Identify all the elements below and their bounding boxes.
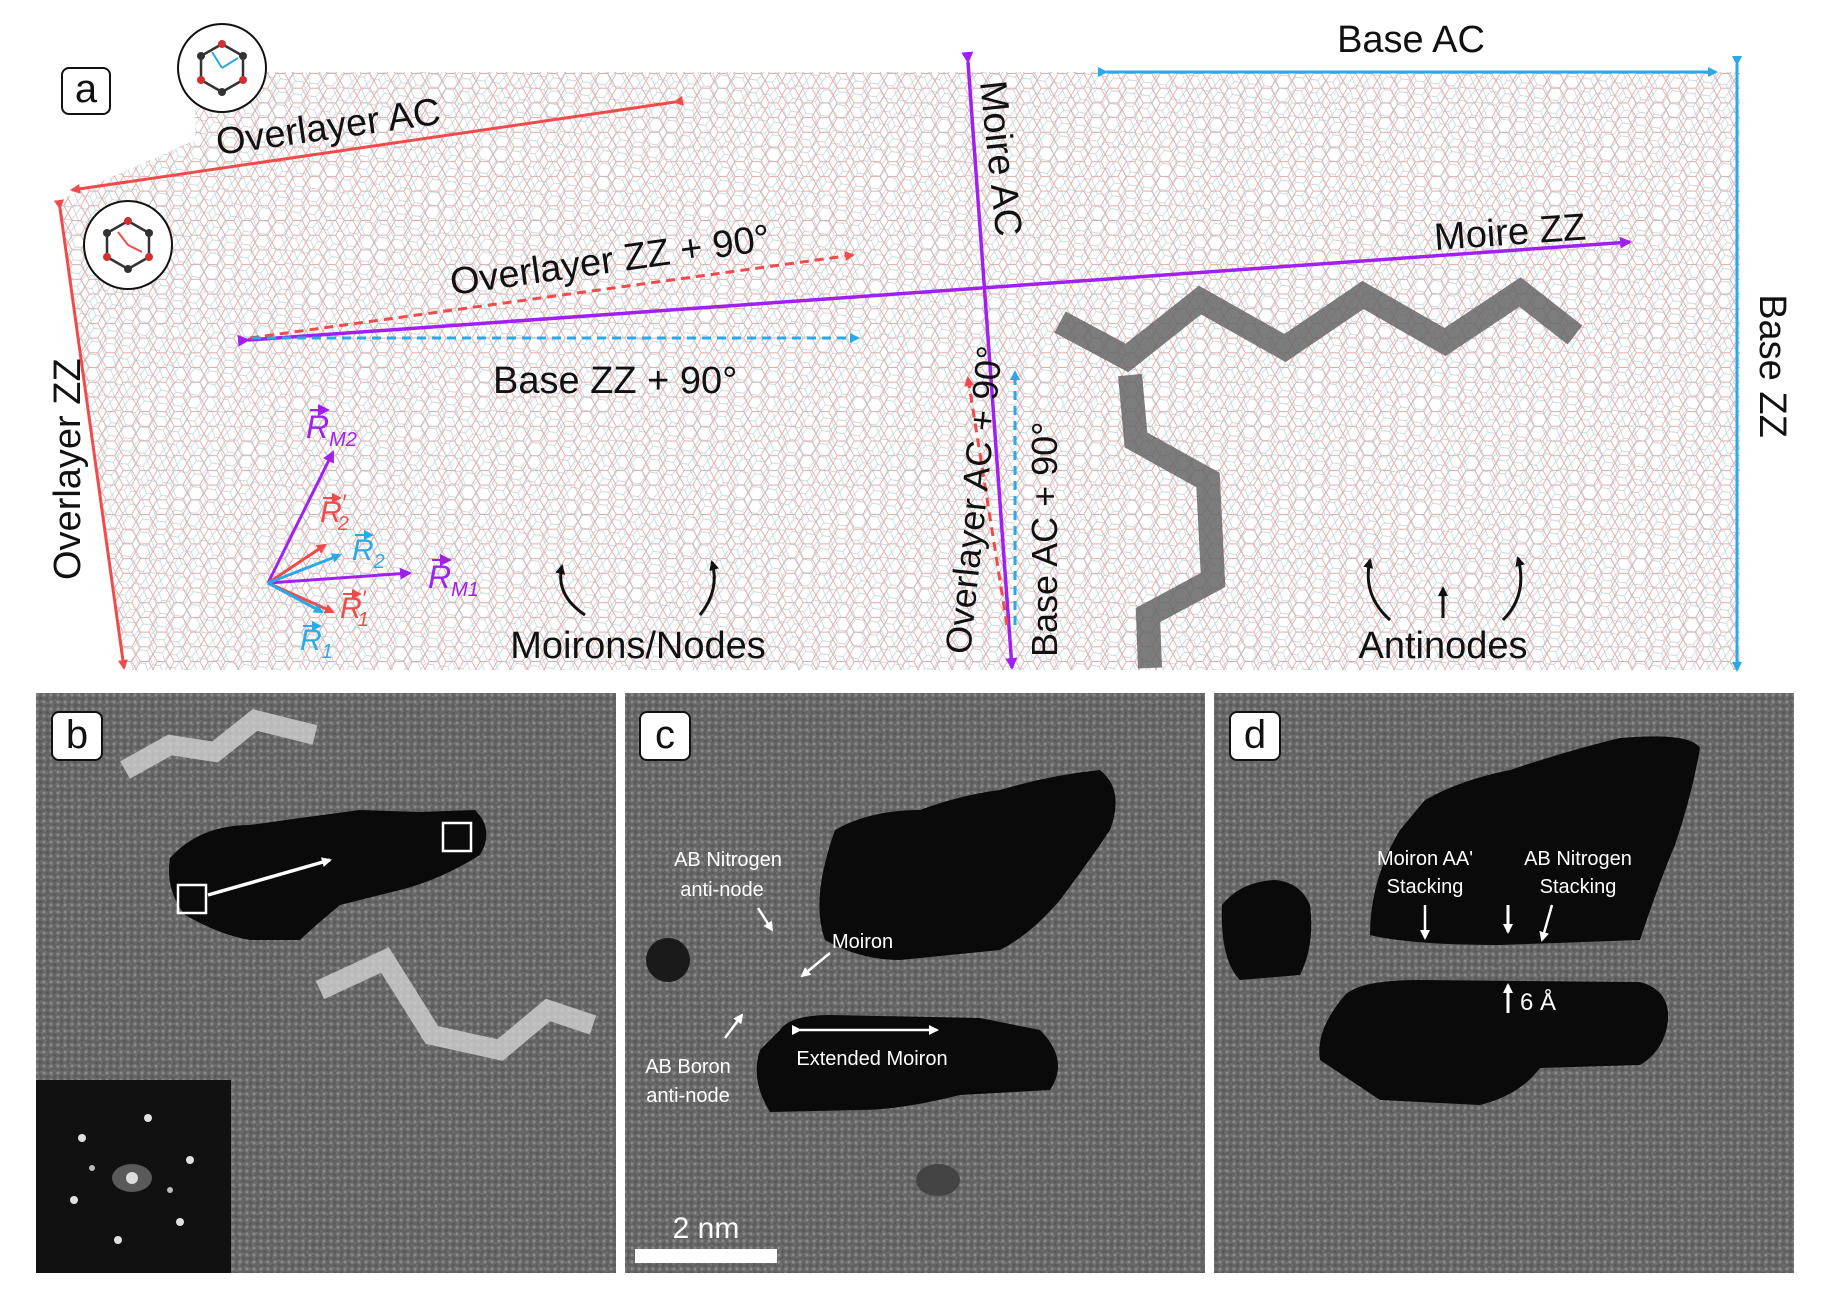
lattice-region-overlay	[60, 72, 1740, 670]
panel-d-letter-box	[1229, 711, 1281, 761]
ab-nitrogen-arrow	[756, 907, 774, 932]
svg-text:RM2: RM2	[306, 409, 357, 451]
moiron-aa-label: Moiron AA'	[1377, 848, 1473, 870]
label-r1-prime: R′1	[340, 586, 369, 631]
zigzag-path-horizontal	[1054, 277, 1583, 373]
panel-b: b	[36, 693, 616, 1273]
panel-c-letter: c	[655, 713, 675, 757]
panel-b-letter-box	[51, 711, 103, 761]
panel-c-letter-box	[639, 711, 691, 761]
ab-boron-arrow	[723, 1013, 744, 1039]
panel-b-arrow	[207, 857, 332, 897]
base-zz90-label: Base ZZ + 90°	[493, 360, 737, 402]
antinode-arrow-left	[1363, 558, 1391, 622]
overlayer-zz-label: Overlayer ZZ	[47, 358, 89, 580]
base-ac-label: Base AC	[1337, 19, 1485, 61]
moirons-nodes-label: Moirons/Nodes	[510, 625, 766, 667]
label-r2: R2	[352, 530, 385, 573]
overlayer-ac90-arrow	[964, 376, 1009, 626]
panel-a-letter: a	[75, 67, 98, 111]
panel-d-hole-top	[1370, 736, 1700, 945]
svg-text:R′2: R′2	[320, 490, 349, 535]
overlayer-zz90-arrow	[249, 251, 855, 340]
panel-b-box-right	[441, 821, 473, 853]
base-zz-label: Base ZZ	[1751, 294, 1793, 438]
panel-a: a Overlayer AC Overlayer ZZ Base AC	[47, 19, 1793, 672]
moiron-arrow	[800, 952, 831, 978]
panel-d-hole-bottom	[1319, 980, 1669, 1105]
extended-moiron-label: Extended Moiron	[796, 1048, 947, 1070]
zigzag-path-vertical	[1118, 373, 1226, 669]
svg-text:RM1: RM1	[428, 559, 479, 601]
moiron-arrow-left	[555, 564, 586, 617]
panel-d-letter: d	[1244, 713, 1266, 757]
base-ac90-label: Base AC + 90°	[1024, 421, 1065, 657]
ab-nitrogen-d-label: AB Nitrogen	[1524, 848, 1632, 870]
scale-bar-label: 2 nm	[673, 1212, 740, 1245]
moire-zz-arrow	[237, 236, 1632, 347]
panel-c-hole-bottom	[756, 1015, 1058, 1112]
lattice-vectors	[266, 450, 412, 614]
ab-boron-label: AB Boron	[645, 1056, 731, 1078]
ab-nitrogen-label: AB Nitrogen	[674, 849, 782, 871]
panel-c-small-hole	[646, 938, 690, 982]
label-rm1: RM1	[428, 554, 479, 601]
moiron-label: Moiron	[832, 931, 893, 953]
moire-ac-arrow	[961, 51, 1018, 670]
panel-b-zigzag-top	[120, 709, 318, 779]
panel-b-hole	[169, 810, 487, 940]
panel-b-letter: b	[66, 713, 88, 757]
panel-c: AB Nitrogen anti-node Moiron AB Boron an…	[625, 693, 1205, 1273]
panel-b-box-left	[176, 883, 208, 915]
fft-spots	[70, 1114, 194, 1244]
panel-d-hole-left	[1221, 880, 1312, 980]
antinodes-label: Antinodes	[1358, 625, 1527, 667]
moiron-arrow-right	[698, 560, 720, 616]
scale-bar	[635, 1249, 777, 1263]
panel-b-zigzag-bottom	[315, 947, 597, 1061]
panel-c-blob	[916, 1164, 960, 1196]
svg-text:R1: R1	[300, 624, 333, 663]
anti-node-label-2: anti-node	[646, 1085, 729, 1107]
overlayer-ac-arrow	[70, 95, 684, 194]
svg-text:R′1: R′1	[340, 586, 369, 631]
ab-nitrogen-d-arrow	[1539, 904, 1554, 942]
spacing-label: 6 Å	[1520, 988, 1556, 1016]
base-hexagon-icon	[83, 200, 173, 290]
anti-node-label-1: anti-node	[680, 879, 763, 901]
antinode-arrow-right	[1501, 556, 1525, 622]
overlayer-hexagon-icon	[177, 23, 267, 113]
stacking-label-2: Stacking	[1540, 876, 1617, 898]
panel-d: Moiron AA' Stacking AB Nitrogen Stacking…	[1214, 693, 1794, 1273]
stacking-label-1: Stacking	[1387, 876, 1464, 898]
label-r2-prime: R′2	[320, 490, 349, 535]
overlayer-zz-arrow	[53, 199, 128, 670]
label-rm2: RM2	[306, 404, 357, 451]
svg-text:R2: R2	[352, 534, 385, 573]
label-r1: R1	[300, 621, 333, 663]
panel-c-hole-top	[819, 770, 1116, 960]
